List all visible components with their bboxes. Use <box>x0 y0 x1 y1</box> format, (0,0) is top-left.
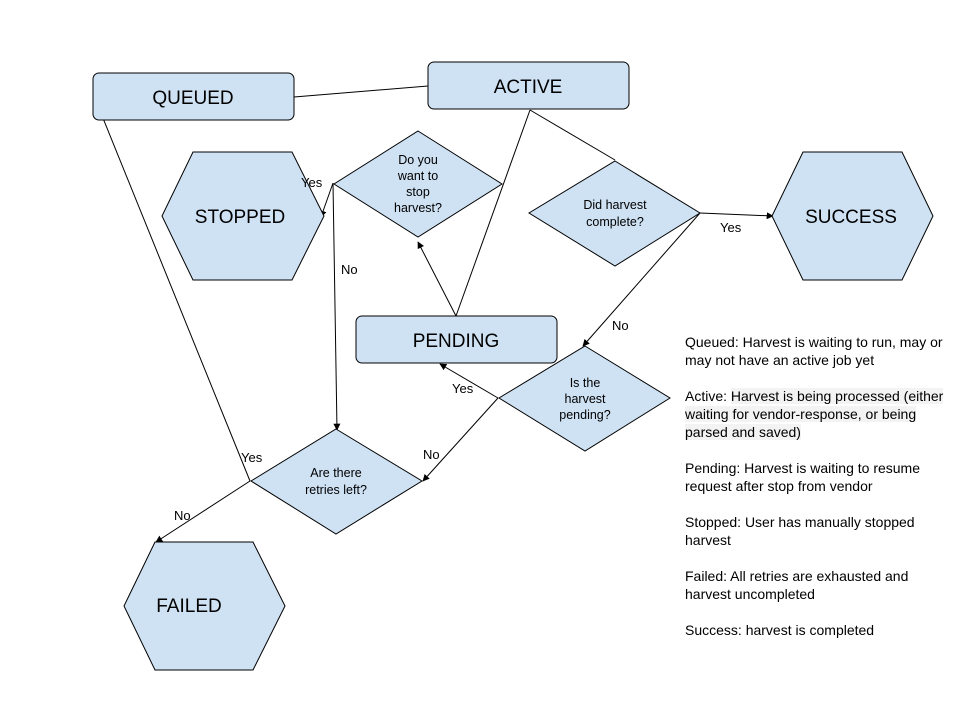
edge-label-stop-yes: Yes <box>301 175 323 190</box>
failed-label: FAILED <box>156 596 221 617</box>
svg-text:retries left?: retries left? <box>305 483 367 497</box>
svg-text:Are there: Are there <box>310 466 361 480</box>
harvest-complete-decision: Did harvest complete? <box>528 160 701 267</box>
pending-label: PENDING <box>413 331 500 352</box>
edge-labels: Yes No Yes No Yes No Yes No <box>174 175 742 523</box>
svg-text:stop: stop <box>406 185 430 199</box>
connector-pending-stop-decision <box>417 241 457 317</box>
state-legend: Queued: Harvest is waiting to run, may o… <box>685 333 950 657</box>
harvest-pending-decision: Is the harvest pending? <box>498 345 671 452</box>
svg-text:harvest: harvest <box>565 392 607 406</box>
edge-label-pending-no: No <box>423 447 440 462</box>
legend-failed: Failed: All retries are exhausted and ha… <box>685 568 909 602</box>
connector-retries-no-failed <box>155 480 251 543</box>
svg-text:Do you: Do you <box>398 153 438 167</box>
connector-pending-yes-pending <box>439 363 499 399</box>
edge-label-retries-no: No <box>174 508 191 523</box>
connector-complete-no-pending-decision <box>582 212 701 347</box>
edge-label-pending-yes: Yes <box>452 381 474 396</box>
connector-active-pending <box>455 109 531 317</box>
connector-stop-yes-stopped <box>319 182 334 218</box>
queued-node: QUEUED <box>92 72 295 121</box>
svg-text:Is the: Is the <box>570 376 601 390</box>
svg-text:harvest?: harvest? <box>394 201 442 215</box>
edge-label-stop-no: No <box>341 262 358 277</box>
success-node: SUCCESS <box>771 151 934 281</box>
edge-label-retries-yes: Yes <box>241 450 263 465</box>
retries-left-decision: Are there retries left? <box>250 428 423 535</box>
stopped-node: STOPPED <box>161 151 325 281</box>
connector-retries-yes-queued <box>93 95 251 482</box>
svg-text:Did harvest: Did harvest <box>583 198 647 212</box>
connector-complete-yes-success <box>699 212 774 220</box>
connectors <box>93 85 774 543</box>
queued-label: QUEUED <box>152 88 233 109</box>
svg-text:want to: want to <box>397 169 438 183</box>
legend-pending: Pending: Harvest is waiting to resume re… <box>685 460 920 494</box>
active-node: ACTIVE <box>427 61 630 110</box>
connector-pending-no-retries <box>422 397 499 482</box>
connector-stop-no-retries <box>332 182 341 431</box>
stopped-label: STOPPED <box>195 207 285 228</box>
legend-active-prefix: Active: <box>685 388 731 404</box>
legend-queued: Queued: Harvest is waiting to run, may o… <box>685 334 943 368</box>
legend-active: Active: Harvest is being processed (eith… <box>685 387 950 441</box>
svg-text:complete?: complete? <box>586 215 644 229</box>
stop-harvest-decision: Do you want to stop harvest? <box>333 130 503 238</box>
legend-stopped: Stopped: User has manually stopped harve… <box>685 514 915 548</box>
edge-label-complete-yes: Yes <box>720 220 742 235</box>
failed-node: FAILED <box>123 541 286 671</box>
edge-label-complete-no: No <box>612 318 629 333</box>
connector-active-complete <box>529 109 616 161</box>
svg-text:pending?: pending? <box>559 408 610 422</box>
success-label: SUCCESS <box>805 207 897 228</box>
connector-active-queued <box>293 85 429 98</box>
active-label: ACTIVE <box>494 77 563 98</box>
legend-success: Success: harvest is completed <box>685 622 875 638</box>
pending-node: PENDING <box>355 315 558 364</box>
